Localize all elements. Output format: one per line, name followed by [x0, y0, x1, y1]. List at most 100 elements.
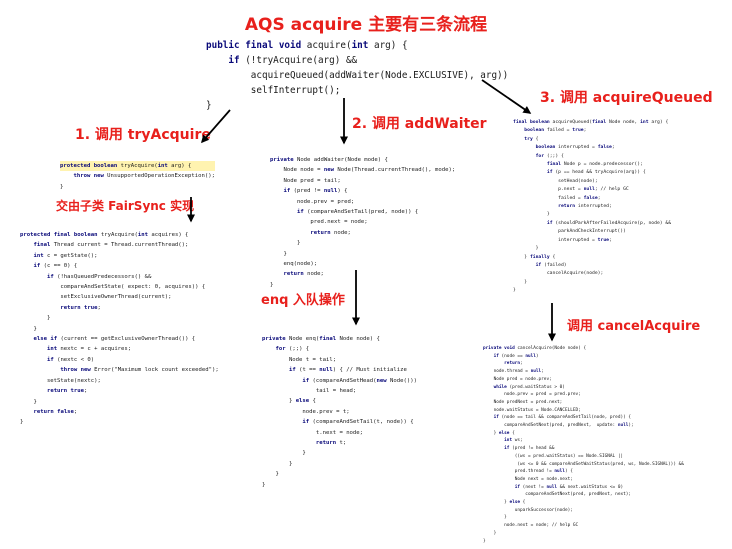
code-line: tail = head; — [262, 388, 357, 395]
code-line: } — [270, 240, 301, 247]
code-line: } — [483, 515, 507, 521]
code-acquire-queued: final boolean acquireQueued(final Node n… — [513, 119, 671, 296]
code-line: node.prev = t; — [262, 408, 350, 415]
code-line: node.thread = null; — [483, 369, 544, 375]
code-line: } — [270, 250, 287, 257]
code-line: throw new Error("Maximum lock count exce… — [60, 367, 219, 374]
code-line: private Node enq(final Node node) { — [262, 336, 380, 342]
code-line: selfInterrupt(); — [206, 85, 341, 96]
code-line: } — [262, 471, 279, 478]
code-line: private Node addWaiter(Node mode) { — [270, 157, 388, 163]
code-line: if (t == null) { // Must initialize — [288, 367, 407, 374]
label-add-waiter: 2. 调用 addWaiter — [352, 116, 487, 132]
code-line: } — [483, 538, 486, 544]
code-line: } — [483, 530, 497, 536]
code-line: compareAndSetNext(pred, predNext, next); — [483, 492, 632, 498]
code-line: } — [206, 100, 212, 111]
code-line: private void cancelAcquire(Node node) { — [483, 346, 587, 351]
label-acquire-queued: 3. 调用 acquireQueued — [540, 90, 713, 106]
code-fair-try-acquire: protected final boolean tryAcquire(int a… — [20, 230, 219, 428]
code-line: } else { — [483, 500, 526, 506]
code-line: int nextc = c + acquires; — [46, 346, 132, 353]
code-line: compareAndSetNext(pred, predNext, update… — [483, 423, 634, 429]
code-line: } — [513, 212, 550, 218]
code-line: } — [513, 246, 539, 252]
code-line: } else { — [262, 398, 316, 405]
code-line: ((ws = pred.waitStatus) == Node.SIGNAL |… — [483, 453, 624, 459]
code-line: failed = false; — [513, 195, 601, 201]
code-line: return true; — [46, 388, 88, 395]
code-line: return false; — [33, 408, 78, 415]
code-line: } — [262, 450, 306, 457]
code-line: pred.next = node; — [270, 219, 368, 226]
code-line: return node; — [310, 229, 351, 236]
code-line: if (p == head && tryAcquire(arg)) { — [546, 170, 646, 176]
code-line: } — [20, 315, 51, 322]
diagram-title: AQS acquire 主要有三条流程 — [244, 15, 488, 35]
code-line: } else { — [483, 430, 515, 436]
code-line: interrupted = true; — [513, 237, 612, 243]
code-line: if (node == tail && compareAndSetTail(no… — [493, 415, 632, 421]
code-line: Node pred = node.prev; — [483, 376, 552, 382]
code-line: enq(node); — [270, 261, 318, 268]
code-line: if (!tryAcquire(arg) && — [228, 55, 358, 66]
code-line: for (;;) { — [275, 346, 310, 353]
code-line: } — [270, 281, 274, 288]
code-line: return; — [504, 361, 523, 367]
code-line: compareAndSetState( expect: 0, acquires)… — [20, 284, 206, 291]
code-line: protected boolean tryAcquire(int arg) { — [60, 161, 215, 172]
arrow-to-try-acquire — [201, 109, 231, 144]
code-line: if (compareAndSetHead(new Node())) — [302, 377, 417, 384]
code-line: if (nextc < 0) — [46, 356, 95, 363]
code-line: setState(nextc); — [20, 377, 101, 384]
code-line: node.prev = pred; — [270, 198, 355, 205]
code-line: setExclusiveOwnerThread(current); — [20, 294, 172, 301]
code-line: } — [262, 460, 293, 467]
code-line: unparkSuccessor(node); — [483, 507, 573, 513]
code-line: if (!hasQueuedPredecessors() && — [46, 273, 152, 280]
code-line: pred.thread != null) { — [483, 469, 573, 475]
label-enq: enq 入队操作 — [261, 293, 345, 308]
code-line: if (next != null && next.waitStatus <= 0… — [514, 484, 624, 490]
code-line: return t; — [315, 440, 347, 447]
code-line: int ws; — [504, 438, 523, 444]
code-line: if (node == null) — [493, 353, 539, 359]
code-add-waiter: private Node addWaiter(Node mode) { Node… — [270, 155, 455, 290]
code-cancel-acquire: private void cancelAcquire(Node node) { … — [483, 345, 684, 545]
code-line: node.prev = pred = pred.prev; — [483, 392, 581, 398]
code-line: } — [20, 419, 24, 426]
code-line: return interrupted; — [558, 204, 612, 210]
code-line: if (pred != head && — [504, 446, 555, 452]
code-line: Node t = tail; — [262, 356, 337, 363]
code-line: t.next = node; — [262, 429, 364, 436]
code-line: return node; — [283, 271, 324, 278]
code-line: if (shouldParkAfterFailedAcquire(p, node… — [546, 220, 672, 226]
code-line: int c = getState(); — [33, 252, 98, 259]
code-line: if (failed) — [535, 262, 567, 268]
code-line: boolean failed = true; — [524, 128, 587, 134]
arrow-to-acquire-queued — [481, 79, 532, 114]
label-cancel-acquire: 调用 cancelAcquire — [567, 319, 701, 334]
label-try-acquire: 1. 调用 tryAcquire — [75, 127, 211, 143]
label-fair-sync: 交由子类 FairSync 实现 — [56, 199, 195, 213]
code-line: Node node = new Node(Thread.currentThrea… — [270, 167, 456, 174]
code-line: final Thread current = Thread.currentThr… — [33, 242, 189, 249]
code-try-acquire-base: protected boolean tryAcquire(int arg) { … — [60, 161, 215, 192]
code-line: while (pred.waitStatus > 0) — [493, 384, 565, 390]
code-line: cancelAcquire(node); — [513, 271, 604, 277]
code-line: } — [513, 288, 516, 294]
code-line: Node predNext = pred.next; — [483, 399, 563, 405]
code-line: throw new UnsupportedOperationException(… — [73, 173, 215, 180]
code-line: if (pred != null) { — [283, 188, 348, 195]
code-line: } — [20, 398, 37, 405]
code-line: acquireQueued(addWaiter(Node.EXCLUSIVE),… — [206, 70, 509, 81]
code-line: setHead(node); — [513, 178, 598, 184]
code-line: parkAndCheckInterrupt()) — [513, 229, 626, 235]
code-line: } — [20, 325, 37, 332]
code-line: public final void acquire(int arg) { — [206, 40, 408, 51]
code-line: final boolean acquireQueued(final Node n… — [513, 120, 669, 125]
code-line: return true; — [60, 304, 101, 311]
code-acquire: public final void acquire(int arg) { if … — [206, 38, 508, 113]
code-line: if (c == 0) { — [33, 263, 78, 270]
code-line: try { — [524, 136, 539, 142]
